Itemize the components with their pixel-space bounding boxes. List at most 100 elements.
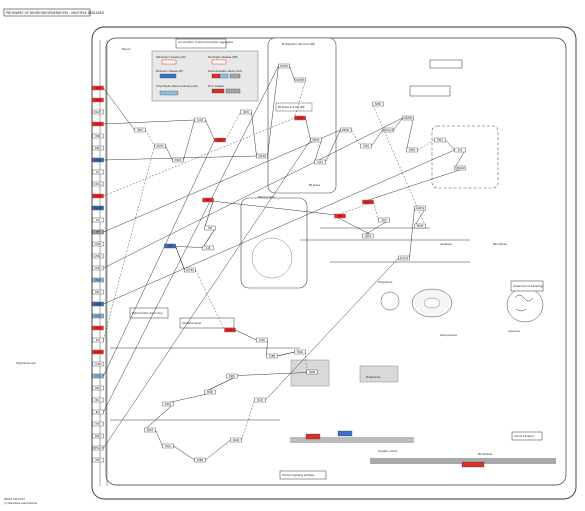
gene-node-prnp[interactable]: PRNP — [92, 277, 104, 283]
gene-node-chrm[interactable]: CHRM — [194, 457, 206, 463]
gene-box[interactable] — [414, 223, 426, 229]
gene-box[interactable] — [92, 85, 104, 91]
gene-box[interactable] — [256, 337, 268, 343]
gene-node-gnaq[interactable]: GNAQ — [230, 437, 242, 443]
gene-box[interactable] — [92, 253, 104, 259]
gene-node-ripk3[interactable]: RIPK3 — [144, 427, 156, 433]
gene-box[interactable] — [92, 181, 104, 187]
gene-box[interactable] — [92, 133, 104, 139]
gene-box[interactable] — [240, 109, 252, 115]
gene-box[interactable] — [454, 165, 466, 171]
gene-node-mapk8[interactable]: MAPK8 — [278, 63, 290, 69]
gene-box[interactable] — [92, 397, 104, 403]
gene-box[interactable] — [204, 389, 216, 395]
gene-box[interactable] — [164, 243, 176, 249]
gene-node-psmc[interactable]: PSMC — [226, 373, 238, 379]
gene-box[interactable] — [362, 199, 374, 205]
gene-box[interactable] — [402, 115, 414, 121]
gene-box[interactable] — [92, 277, 104, 283]
gene-node-casp3[interactable]: CASP3 — [92, 349, 104, 355]
gene-box[interactable] — [92, 121, 104, 127]
gene-node-cycs[interactable]: CYCS — [92, 373, 104, 379]
gene-node-fus[interactable]: FUS — [92, 217, 104, 223]
gene-node-dync1[interactable]: DYNC1 — [224, 327, 236, 333]
gene-box[interactable] — [92, 373, 104, 379]
gene-node-apaf1[interactable]: APAF1 — [92, 385, 104, 391]
gene-node-map3k5[interactable]: MAP3K5 — [294, 77, 306, 83]
gene-node-tp53[interactable]: TP53 — [92, 421, 104, 427]
gene-box[interactable] — [92, 445, 104, 451]
gene-box[interactable] — [398, 255, 410, 261]
gene-node-vcp[interactable]: VCP — [454, 147, 466, 153]
gene-node-ubqln2[interactable]: UBQLN2 — [454, 165, 466, 171]
gene-node-eif2ak3[interactable]: EIF2AK3 — [92, 445, 104, 451]
gene-node-bcl2[interactable]: BCL2 — [92, 397, 104, 403]
gene-node-itpr[interactable]: ITPR — [92, 325, 104, 331]
gene-node-sdh[interactable]: SDH — [378, 217, 390, 223]
gene-box[interactable] — [92, 217, 104, 223]
gene-node-kif5[interactable]: KIF5 — [164, 243, 176, 249]
gene-node-tuba[interactable]: TUBA — [256, 337, 268, 343]
gene-box[interactable] — [144, 427, 156, 433]
gene-box[interactable] — [214, 137, 226, 143]
gene-box[interactable] — [162, 401, 174, 407]
gene-node-sod1[interactable]: SOD1 — [92, 193, 104, 199]
gene-node-htt[interactable]: HTT — [92, 229, 104, 235]
gene-node-tardbp[interactable]: TARDBP — [92, 205, 104, 211]
gene-node-atf6[interactable]: ATF6 — [92, 457, 104, 463]
gene-box[interactable] — [134, 127, 146, 133]
gene-node-mapt[interactable]: MAPT — [92, 289, 104, 295]
gene-node-psma[interactable]: PSMA — [294, 349, 306, 355]
gene-node-atg5[interactable]: ATG5 — [360, 143, 372, 149]
gene-box[interactable] — [254, 397, 266, 403]
gene-box[interactable] — [202, 245, 214, 251]
gene-node-plcb[interactable]: PLCB — [254, 397, 266, 403]
gene-node-uchl1[interactable]: UCHL1 — [92, 181, 104, 187]
gene-node-grin1[interactable]: GRIN1 — [92, 301, 104, 307]
gene-box[interactable] — [162, 443, 174, 449]
gene-box[interactable] — [92, 409, 104, 415]
gene-box[interactable] — [278, 63, 290, 69]
gene-box[interactable] — [372, 101, 384, 107]
gene-node-becn1[interactable]: BECN1 — [340, 127, 352, 133]
gene-node-psmd[interactable]: PSMD — [204, 389, 216, 395]
gene-box[interactable] — [194, 457, 206, 463]
gene-box[interactable] — [92, 457, 104, 463]
gene-box[interactable] — [204, 225, 216, 231]
gene-node-ern1[interactable]: ERN1 — [92, 433, 104, 439]
gene-node-optn[interactable]: OPTN — [406, 147, 418, 153]
gene-node-ripk1[interactable]: RIPK1 — [162, 401, 174, 407]
gene-node-bace1[interactable]: BACE1 — [92, 109, 104, 115]
gene-box[interactable] — [382, 127, 394, 133]
gene-node-tbk1[interactable]: TBK1 — [434, 137, 446, 143]
gene-box[interactable] — [92, 361, 104, 367]
gene-box[interactable] — [406, 147, 418, 153]
gene-node-cdk5[interactable]: CDK5 — [240, 109, 252, 115]
gene-box[interactable] — [92, 193, 104, 199]
gene-box[interactable] — [172, 157, 184, 163]
gene-node-ppp3c[interactable]: PPP3C — [310, 137, 322, 143]
gene-node-atxn3[interactable]: ATXN3 — [92, 265, 104, 271]
gene-box[interactable] — [310, 137, 322, 143]
gene-node-sqstm1[interactable]: SQSTM1 — [402, 115, 414, 121]
gene-node-casp12[interactable]: CASP12 — [414, 205, 426, 211]
gene-node-hspa5[interactable]: HSPA5 — [172, 157, 184, 163]
gene-node-cox[interactable]: COX — [334, 213, 346, 219]
gene-node-traf2[interactable]: TRAF2 — [414, 223, 426, 229]
gene-node-nos1[interactable]: NOS1 — [294, 115, 306, 121]
gene-node-lrrk2[interactable]: LRRK2 — [92, 157, 104, 163]
gene-box[interactable] — [434, 137, 446, 143]
gene-box[interactable] — [294, 115, 306, 121]
gene-node-gsk3b[interactable]: GSK3B — [256, 153, 268, 159]
gene-node-app[interactable]: APP — [92, 85, 104, 91]
gene-node-casp9[interactable]: CASP9 — [92, 361, 104, 367]
gene-box[interactable] — [92, 433, 104, 439]
gene-node-uqcr[interactable]: UQCR — [362, 233, 374, 239]
gene-box[interactable] — [92, 313, 104, 319]
gene-box[interactable] — [92, 349, 104, 355]
gene-box[interactable] — [92, 265, 104, 271]
gene-node-il1b[interactable]: IL1B — [202, 245, 214, 251]
gene-node-ulk1[interactable]: ULK1 — [314, 159, 326, 165]
gene-node-atxn1[interactable]: ATXN1 — [92, 241, 104, 247]
gene-box[interactable] — [378, 217, 390, 223]
